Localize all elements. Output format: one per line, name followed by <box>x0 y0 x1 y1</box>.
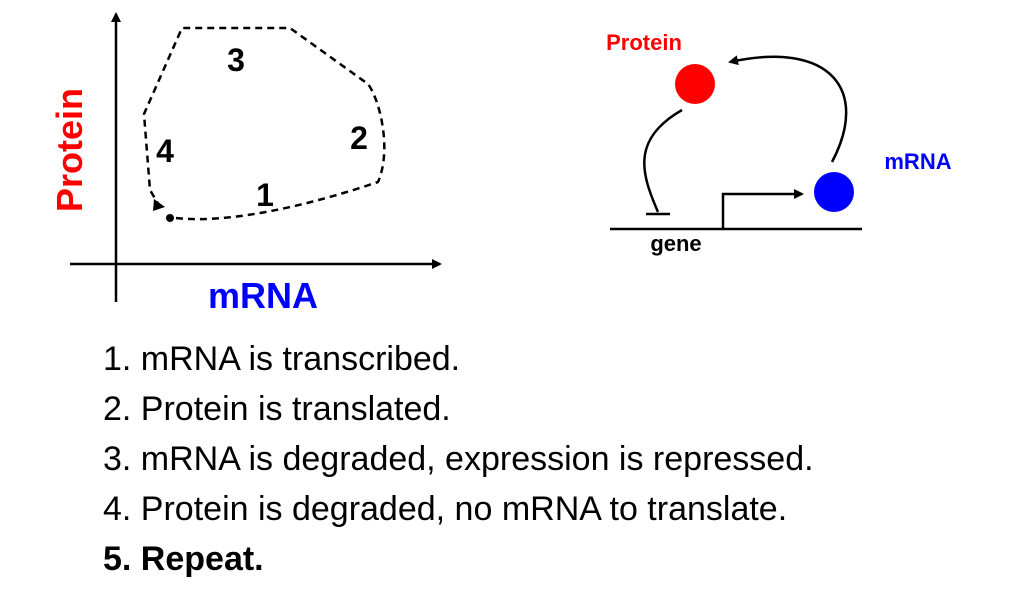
step-1: 1. mRNA is transcribed. <box>103 340 461 378</box>
step-4: 4. Protein is degraded, no mRNA to trans… <box>103 490 788 528</box>
steps-list: 1. mRNA is transcribed. 2. Protein is tr… <box>103 334 814 584</box>
stage-label-2: 2 <box>350 120 368 156</box>
diagram-canvas: 1 2 3 4 Protein mRNA Protein mRNA gene <box>49 12 952 316</box>
protein-label: Protein <box>606 30 682 55</box>
stage-label-3: 3 <box>227 42 245 78</box>
stage-label-1: 1 <box>256 177 274 213</box>
mrna-node <box>814 172 854 212</box>
x-axis-label: mRNA <box>208 275 318 316</box>
trajectory-start-dot <box>166 214 174 222</box>
stage-label-4: 4 <box>156 133 174 169</box>
phase-plot: 1 2 3 4 Protein mRNA <box>49 12 442 316</box>
repression-edge <box>643 108 683 213</box>
gene-circuit: Protein mRNA gene <box>606 30 952 256</box>
mrna-label: mRNA <box>884 149 951 174</box>
protein-node <box>675 64 715 104</box>
trajectory-arrowhead <box>153 199 165 211</box>
promoter-arrow <box>721 189 804 229</box>
step-2: 2. Protein is translated. <box>103 390 451 428</box>
translation-arrow <box>728 55 848 163</box>
y-axis-label: Protein <box>49 88 90 212</box>
step-5: 5. Repeat. <box>103 540 264 578</box>
limit-cycle-trajectory <box>142 26 386 221</box>
gene-label: gene <box>650 231 701 256</box>
step-3: 3. mRNA is degraded, expression is repre… <box>103 440 814 478</box>
